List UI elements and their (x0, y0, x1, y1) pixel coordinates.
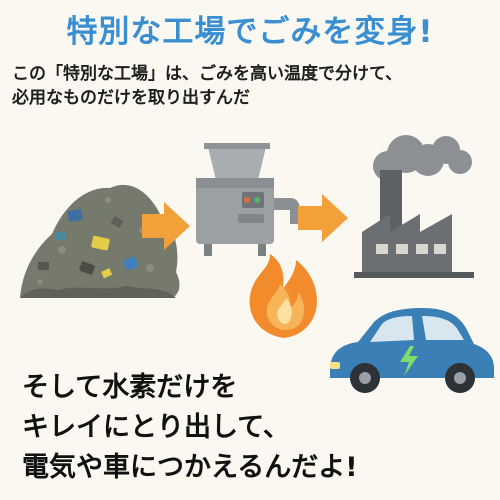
intro-line-1: この「特別な工場」は、ごみを高い温度で分けて、 (12, 64, 403, 84)
closing-text: そして水素だけを キレイにとり出して、 電気や車につかえるんだよ! (22, 368, 492, 488)
car-icon (330, 308, 494, 393)
arrow-right-icon (142, 202, 190, 250)
arrow-right-icon (298, 194, 348, 242)
intro-text: この「特別な工場」は、ごみを高い温度で分けて、 必用なものだけを取り出すんだ (12, 62, 492, 110)
page-title: 特別な工場でごみを変身! (66, 14, 434, 50)
intro-line-2: 必用なものだけを取り出すんだ (12, 88, 250, 108)
processing-machine-icon (196, 143, 300, 256)
closing-line-3: 電気や車につかえるんだよ! (22, 452, 358, 483)
garbage-pile-icon (20, 184, 180, 298)
closing-line-2: キレイにとり出して、 (22, 412, 290, 443)
smoke-icon (373, 135, 472, 181)
fire-icon (249, 254, 318, 338)
factory-icon (354, 170, 474, 278)
lightning-icon (400, 346, 418, 376)
closing-line-1: そして水素だけを (22, 372, 238, 403)
